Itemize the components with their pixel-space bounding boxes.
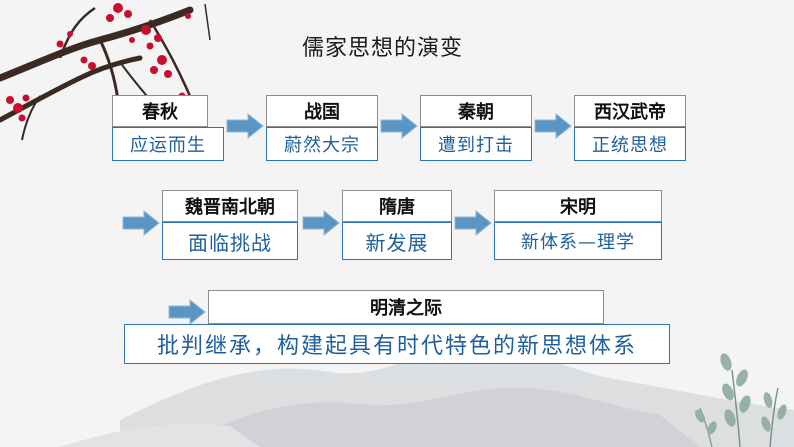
- arrow-right-icon: [380, 113, 418, 139]
- period-label: 秦朝: [420, 95, 532, 127]
- description-label: 面临挑战: [162, 222, 298, 260]
- period-label: 隋唐: [342, 190, 452, 222]
- arrow-right-icon: [168, 299, 206, 325]
- ink-mountains: [60, 344, 794, 447]
- description-label: 遭到打击: [420, 127, 532, 161]
- description-label: 应运而生: [112, 127, 224, 161]
- leaf-sprig: [695, 353, 787, 447]
- description-label: 批判继承，构建起具有时代特色的新思想体系: [124, 324, 670, 364]
- period-label: 明清之际: [208, 290, 604, 324]
- period-label: 西汉武帝: [574, 95, 686, 127]
- arrow-right-icon: [534, 113, 572, 139]
- arrow-right-icon: [226, 113, 264, 139]
- period-label: 春秋: [112, 95, 208, 127]
- description-label: 新体系—理学: [494, 222, 662, 260]
- slide-title: 儒家思想的演变: [302, 36, 464, 61]
- arrow-right-icon: [454, 210, 492, 236]
- period-label: 战国: [266, 95, 378, 127]
- arrow-right-icon: [302, 210, 340, 236]
- period-label: 魏晋南北朝: [162, 190, 298, 222]
- description-label: 蔚然大宗: [266, 127, 378, 161]
- description-label: 新发展: [342, 222, 452, 260]
- period-label: 宋明: [494, 190, 662, 222]
- description-label: 正统思想: [574, 127, 686, 161]
- arrow-right-icon: [122, 210, 160, 236]
